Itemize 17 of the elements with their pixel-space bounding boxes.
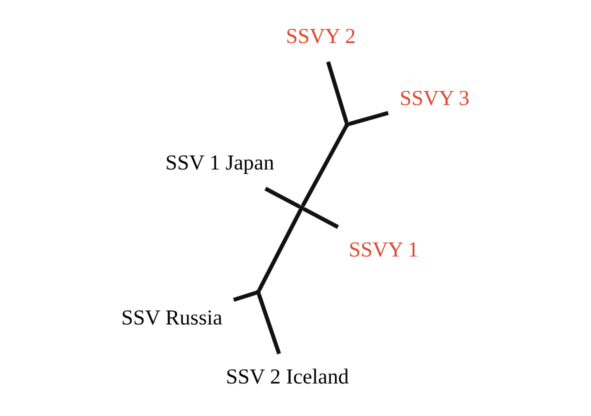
- node-text: SSV Russia: [121, 306, 222, 330]
- connector: [233, 290, 257, 302]
- connector: [256, 293, 281, 354]
- connector: [326, 61, 348, 123]
- connector: [257, 208, 303, 291]
- connector: [264, 186, 301, 208]
- node-point: [299, 205, 304, 210]
- connector: [348, 110, 389, 126]
- node-text: SSV 2 Iceland: [226, 364, 349, 388]
- node-text: SSVY 1: [348, 237, 419, 262]
- node-point: [344, 122, 350, 128]
- node-text: SSVY 3: [400, 86, 470, 110]
- node-point: [256, 290, 261, 295]
- connector: [301, 125, 348, 207]
- connector: [302, 207, 339, 229]
- node-text: SSV 1 Japan: [165, 150, 274, 174]
- node-text: SSVY 2: [286, 24, 356, 48]
